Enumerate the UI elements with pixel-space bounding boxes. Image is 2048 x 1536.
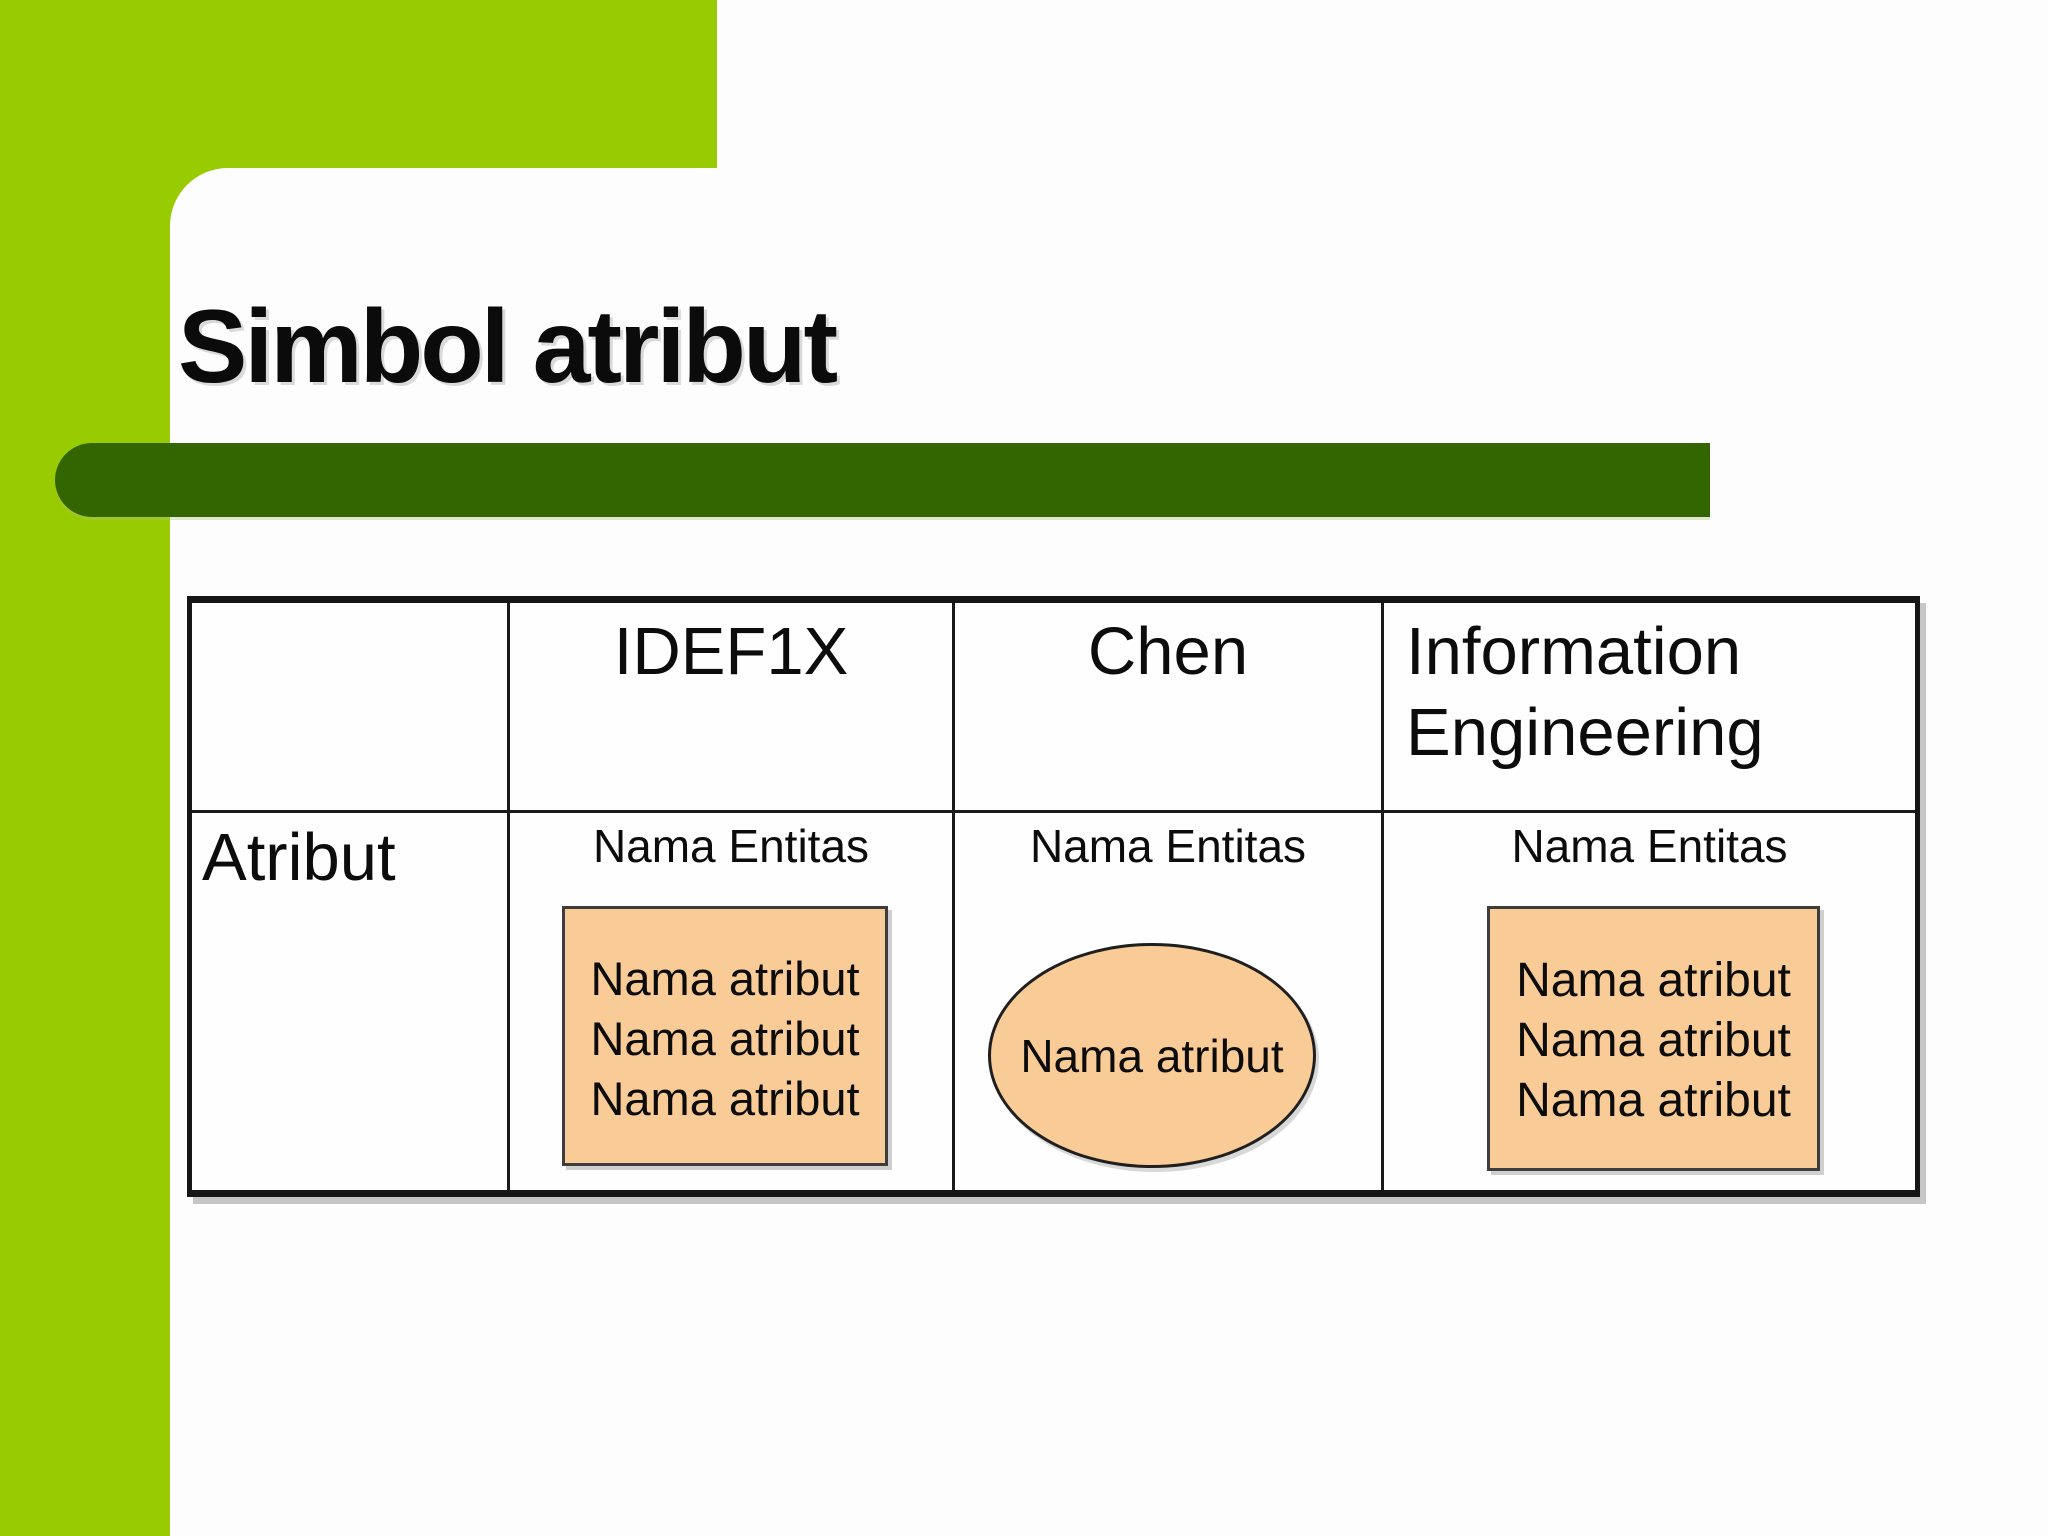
- attribute-name: Nama atribut: [590, 1012, 860, 1065]
- cell-chen-symbol: Nama Entitas Nama atribut: [955, 813, 1384, 1190]
- header-cell-idef1x: IDEF1X: [510, 603, 955, 813]
- attribute-rectangle-ie: Nama atribut Nama atribut Nama atribut: [1487, 906, 1820, 1171]
- header-cell-information-engineering: Information Engineering: [1384, 603, 1915, 813]
- row-label-atribut: Atribut: [192, 813, 510, 1190]
- entity-name-label: Nama Entitas: [1511, 820, 1788, 872]
- title-underline-bar: [55, 443, 1710, 517]
- cell-information-engineering-symbol: Nama Entitas Nama atribut Nama atribut N…: [1384, 813, 1915, 1190]
- attribute-name: Nama atribut: [1516, 1014, 1791, 1067]
- header-cell-empty: [192, 603, 510, 813]
- entity-name-label: Nama Entitas: [592, 820, 870, 872]
- attribute-name: Nama atribut: [1516, 1074, 1791, 1127]
- attribute-name: Nama atribut: [590, 1072, 860, 1125]
- attribute-name: Nama atribut: [1516, 954, 1791, 1007]
- cell-idef1x-symbol: Nama Entitas Nama atribut Nama atribut N…: [510, 813, 955, 1190]
- attribute-name: Nama atribut: [1020, 1029, 1284, 1082]
- attribute-name: Nama atribut: [590, 952, 860, 1005]
- symbol-table: IDEF1X Chen Information Engineering Atri…: [187, 596, 1920, 1197]
- attribute-ellipse-chen: Nama atribut: [988, 943, 1316, 1168]
- entity-name-label: Nama Entitas: [1029, 820, 1307, 872]
- slide-title: Simbol atribut: [178, 289, 838, 405]
- attribute-rectangle-idef1x: Nama atribut Nama atribut Nama atribut: [562, 906, 888, 1166]
- header-cell-chen: Chen: [955, 603, 1384, 813]
